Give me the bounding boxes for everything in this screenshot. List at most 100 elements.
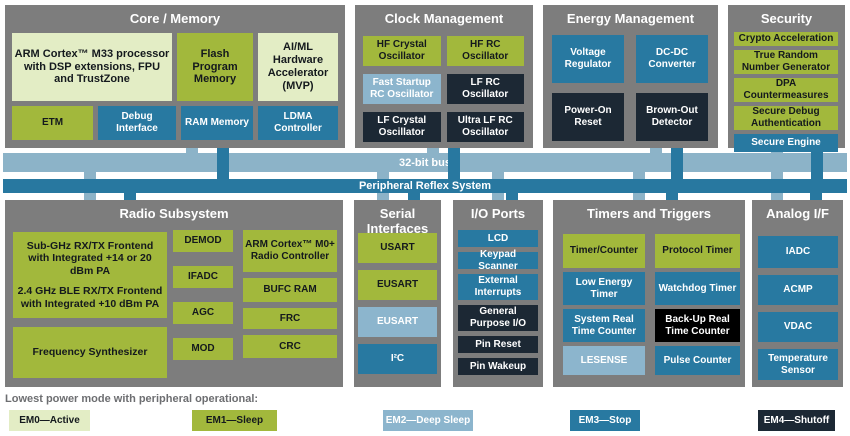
box-dpa-countermeasures: DPA Countermeasures (734, 78, 838, 102)
legend-em3-stop: EM3—Stop (570, 410, 640, 431)
box-lesense: LESENSE (563, 346, 645, 375)
box-general-purpose-io: General Purpose I/O (458, 305, 538, 331)
box-agc: AGC (173, 302, 233, 324)
box-lf-rc-oscillator: LF RC Oscillator (446, 74, 524, 104)
box-ifadc: IFADC (173, 266, 233, 288)
box-etm: ETM (12, 106, 93, 140)
box-pin-wakeup: Pin Wakeup (458, 358, 538, 375)
section-clock-management-title: Clock Management (384, 11, 504, 26)
box-lf-crystal-oscillator: LF Crystal Oscillator (363, 112, 441, 142)
bus-32bit: 32-bit bus (3, 153, 847, 172)
bus-peripheral-reflex: Peripheral Reflex System (3, 179, 847, 193)
box-temperature-sensor: Temperature Sensor (758, 349, 838, 380)
connector-analog-prs (810, 193, 822, 200)
box-backup-real-time-counter: Back-Up Real Time Counter (655, 309, 740, 342)
section-core-memory-title: Core / Memory (129, 11, 221, 26)
bus-32bit-label: 32-bit bus (399, 156, 451, 169)
box-system-real-time-counter: System Real Time Counter (563, 309, 645, 342)
box-frc: FRC (243, 308, 337, 329)
connector-energy-bus32 (650, 148, 662, 154)
section-io-ports-title: I/O Ports (470, 206, 526, 221)
section-analog-if-title: Analog I/F (766, 206, 829, 221)
connector-clock-bus32 (427, 148, 439, 154)
connector-timers-prs (666, 193, 678, 200)
box-external-interrupts: External Interrupts (458, 274, 538, 300)
energy-management-content: Voltage Regulator DC-DC Converter Power-… (552, 35, 708, 141)
box-crc: CRC (243, 335, 337, 358)
timers-triggers-content: Timer/Counter Protocol Timer Low Energy … (563, 234, 740, 375)
core-memory-content: ARM Cortex™ M33 processor with DSP exten… (12, 33, 338, 140)
box-ram-memory: RAM Memory (181, 106, 253, 140)
box-secure-engine: Secure Engine (734, 134, 838, 152)
box-ultra-lf-rc-oscillator: Ultra LF RC Oscillator (446, 112, 524, 142)
radio-middle-column: DEMOD IFADC AGC MOD (173, 230, 233, 360)
box-timer-counter: Timer/Counter (563, 234, 645, 268)
box-keypad-scanner: Keypad Scanner (458, 249, 538, 272)
section-analog-if: Analog I/F IADC ACMP VDAC Temperature Se… (752, 200, 843, 387)
box-voltage-regulator: Voltage Regulator (552, 35, 624, 83)
section-timers-triggers-title: Timers and Triggers (586, 206, 712, 221)
box-frequency-synthesizer: Frequency Synthesizer (13, 327, 167, 378)
box-iadc: IADC (758, 236, 838, 268)
section-serial-interfaces-title: Serial Interfaces (366, 206, 429, 236)
box-watchdog-timer: Watchdog Timer (655, 272, 740, 305)
box-hf-rc-oscillator: HF RC Oscillator (446, 36, 524, 66)
box-secure-debug-authentication: Secure Debug Authentication (734, 106, 838, 130)
section-io-ports: I/O Ports LCD Keypad Scanner External In… (453, 200, 543, 387)
box-debug-interface: Debug Interface (98, 106, 176, 140)
legend-em2-deep-sleep: EM2—Deep Sleep (383, 410, 473, 431)
box-acmp: ACMP (758, 275, 838, 305)
box-power-on-reset: Power-On Reset (552, 93, 624, 141)
section-core-memory: Core / Memory ARM Cortex™ M33 processor … (5, 5, 345, 148)
radio-right-column: ARM Cortex™ M0+ Radio Controller BUFC RA… (243, 230, 337, 358)
section-radio-subsystem-title: Radio Subsystem (119, 206, 229, 221)
box-arm-cortex-m33: ARM Cortex™ M33 processor with DSP exten… (12, 33, 172, 101)
box-demod: DEMOD (173, 230, 233, 252)
connector-serial-prs (408, 193, 420, 200)
security-content: Crypto Acceleration True Random Number G… (734, 32, 838, 152)
box-rf-frontend-ble: 2.4 GHz BLE RX/TX Frontend with Integrat… (17, 285, 163, 310)
box-bufc-ram: BUFC RAM (243, 278, 337, 302)
analog-if-content: IADC ACMP VDAC Temperature Sensor (758, 236, 838, 380)
connector-radio-prs (124, 193, 136, 200)
box-usart: USART (358, 233, 437, 263)
section-energy-management: Energy Management Voltage Regulator DC-D… (543, 5, 718, 148)
section-security-title: Security (760, 11, 813, 26)
box-eusart-2: EUSART (358, 307, 437, 337)
box-flash-program-memory: Flash Program Memory (177, 33, 253, 101)
box-low-energy-timer: Low Energy Timer (563, 272, 645, 305)
legend-label: Lowest power mode with peripheral operat… (5, 393, 259, 405)
section-serial-interfaces: Serial Interfaces USART EUSART EUSART I²… (354, 200, 441, 387)
legend-em4-shutoff: EM4—Shutoff (758, 410, 835, 431)
box-eusart-1: EUSART (358, 270, 437, 300)
box-rf-frontend-subghz: Sub-GHz RX/TX Frontend with Integrated +… (26, 240, 154, 277)
bus-peripheral-reflex-label: Peripheral Reflex System (358, 180, 492, 192)
box-protocol-timer: Protocol Timer (655, 234, 740, 268)
box-vdac: VDAC (758, 312, 838, 342)
section-timers-triggers: Timers and Triggers Timer/Counter Protoc… (553, 200, 745, 387)
clock-management-content: HF Crystal Oscillator HF RC Oscillator F… (363, 36, 524, 142)
box-pulse-counter: Pulse Counter (655, 346, 740, 375)
box-lcd: LCD (458, 230, 538, 247)
box-dcdc-converter: DC-DC Converter (636, 35, 708, 83)
box-arm-cortex-m0-radio-controller: ARM Cortex™ M0+ Radio Controller (243, 230, 337, 272)
box-fast-startup-rc-oscillator: Fast Startup RC Oscillator (363, 74, 441, 104)
box-i2c: I²C (358, 344, 437, 374)
box-aiml-accelerator: AI/ML Hardware Accelerator (MVP) (258, 33, 338, 101)
serial-interfaces-content: USART EUSART EUSART I²C (358, 233, 437, 374)
legend-em0-active: EM0—Active (9, 410, 90, 431)
box-crypto-acceleration: Crypto Acceleration (734, 32, 838, 46)
legend-em1-sleep: EM1—Sleep (192, 410, 277, 431)
section-clock-management: Clock Management HF Crystal Oscillator H… (355, 5, 533, 148)
box-brown-out-detector: Brown-Out Detector (636, 93, 708, 141)
connector-core-bus32 (186, 148, 198, 154)
radio-left-column: Sub-GHz RX/TX Frontend with Integrated +… (13, 232, 167, 378)
box-rf-frontend: Sub-GHz RX/TX Frontend with Integrated +… (13, 232, 167, 318)
section-radio-subsystem: Radio Subsystem Sub-GHz RX/TX Frontend w… (5, 200, 343, 387)
box-true-random-number-generator: True Random Number Generator (734, 50, 838, 74)
io-ports-content: LCD Keypad Scanner External Interrupts G… (458, 230, 538, 375)
section-security: Security Crypto Acceleration True Random… (728, 5, 845, 152)
box-mod: MOD (173, 338, 233, 360)
box-pin-reset: Pin Reset (458, 336, 538, 353)
